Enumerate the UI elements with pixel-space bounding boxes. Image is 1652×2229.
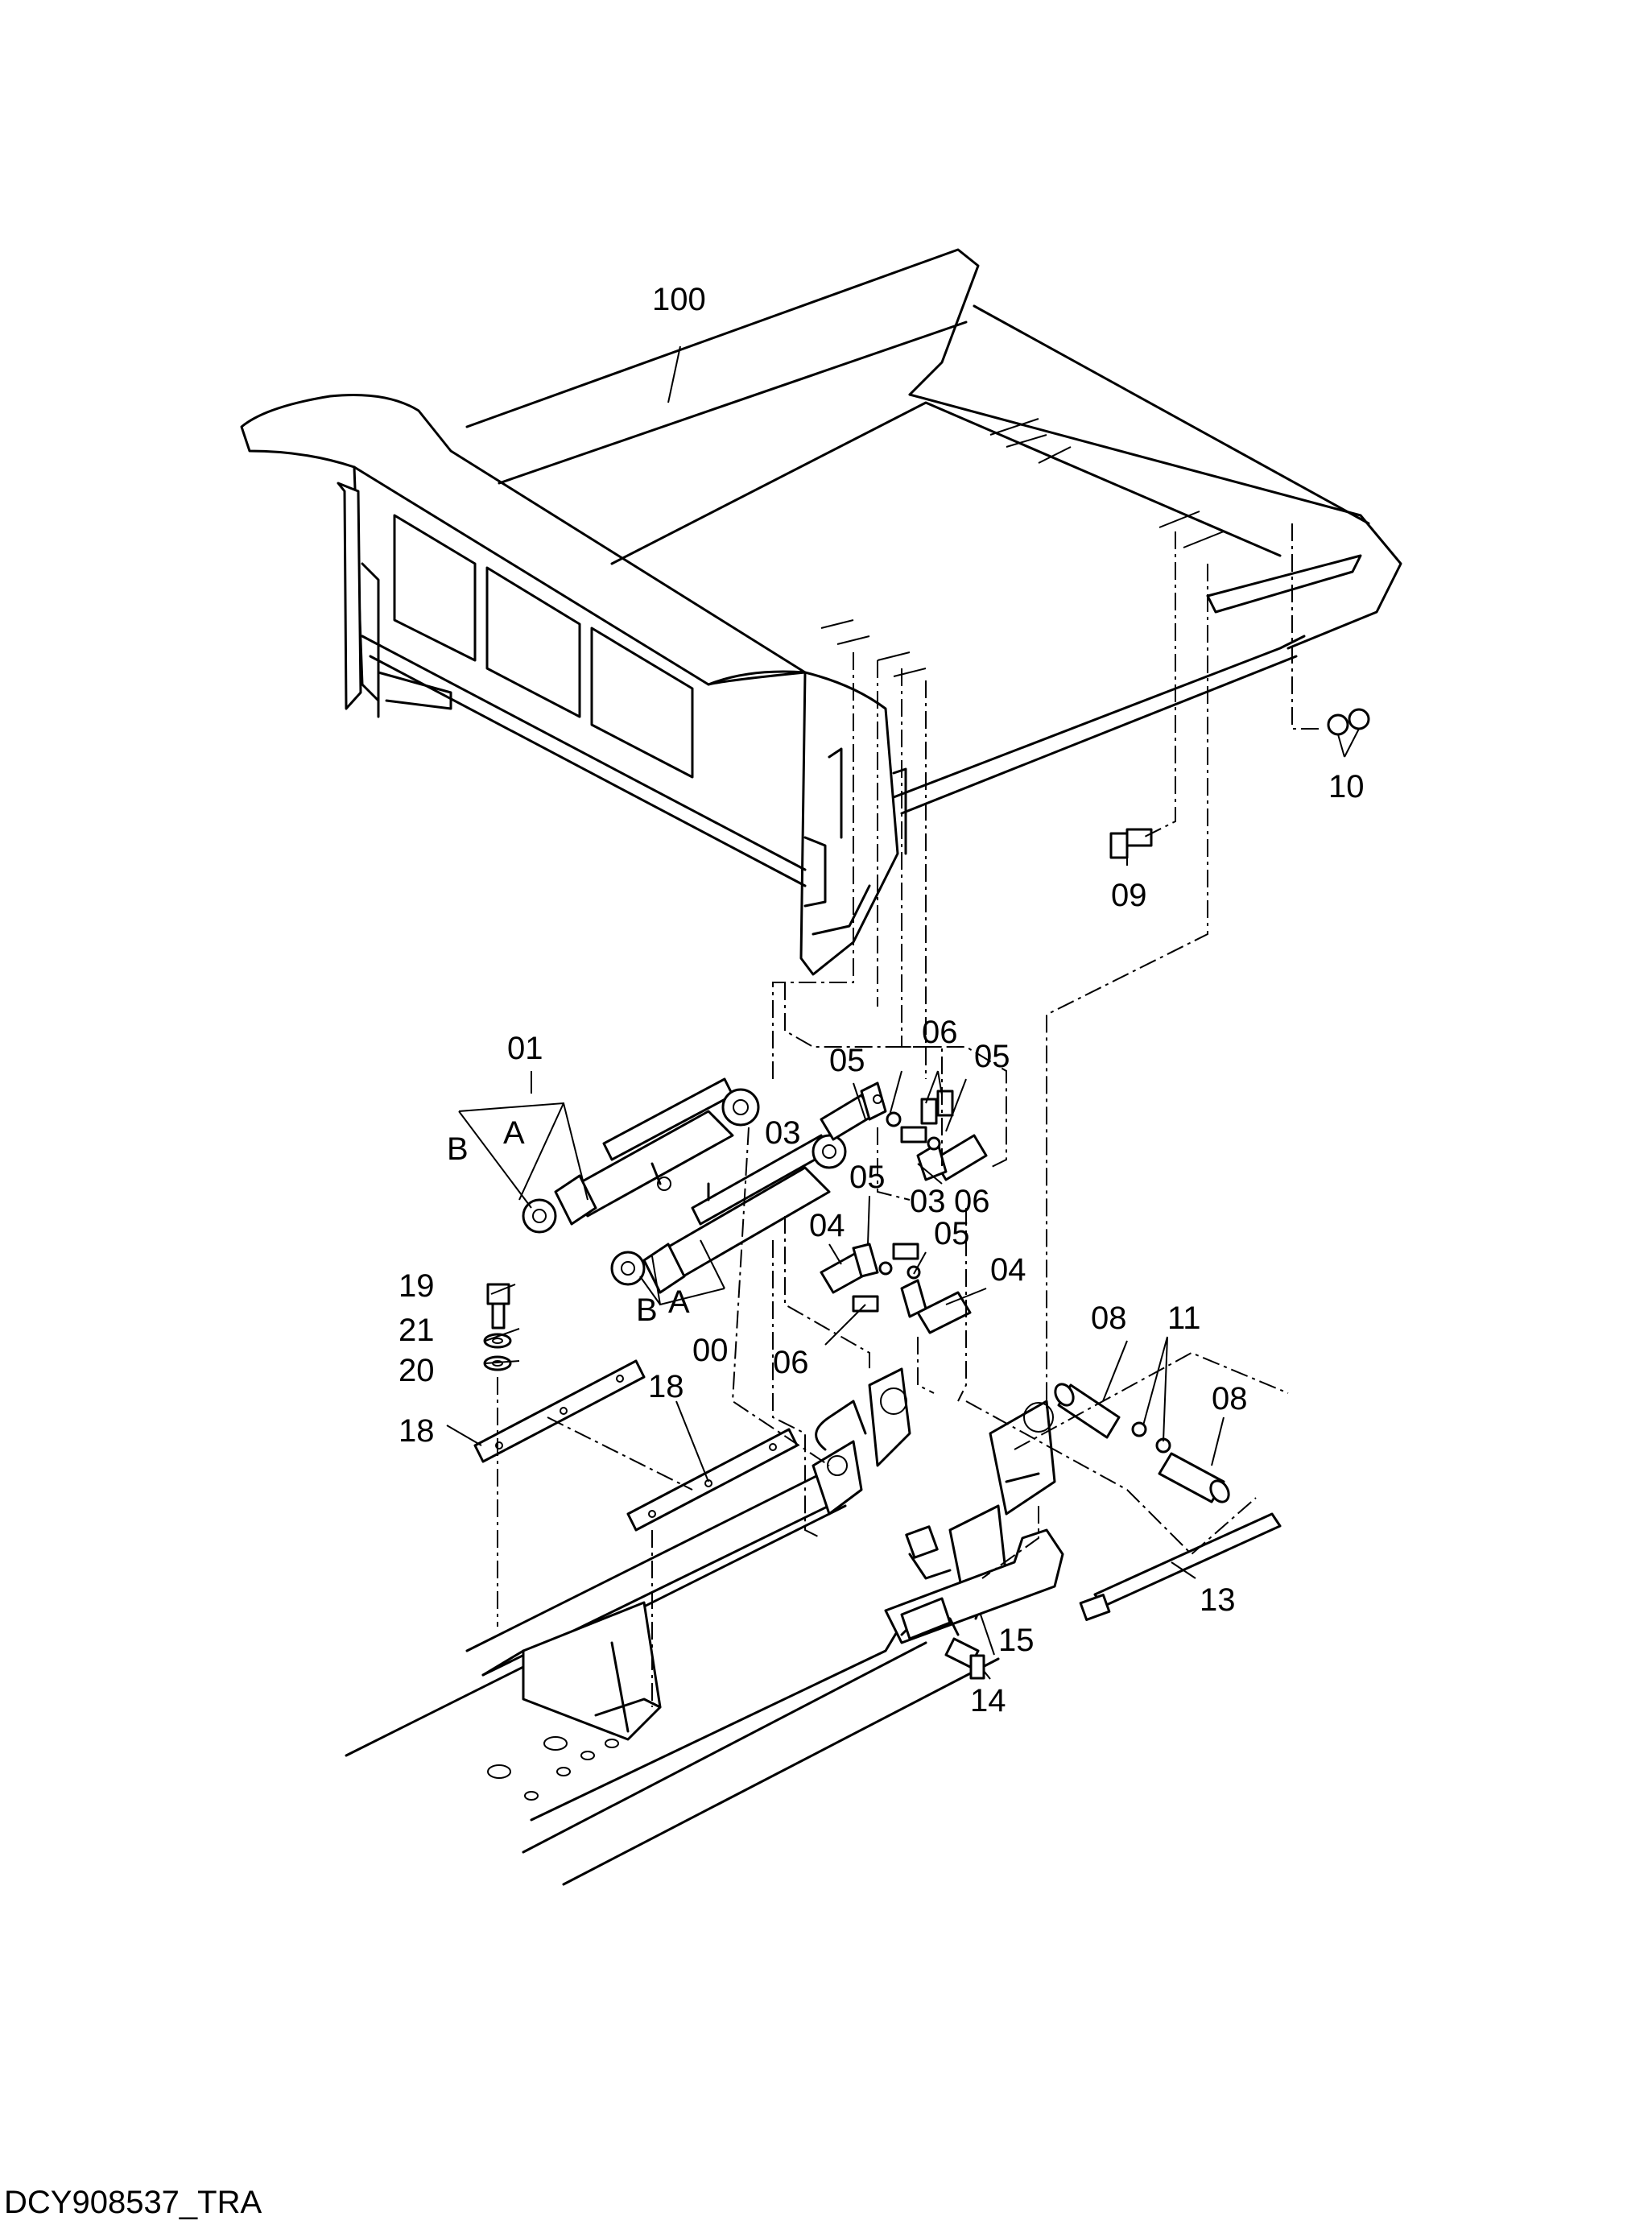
callout-b-cylinder-01: B bbox=[447, 1131, 469, 1167]
callout-01: 01 bbox=[507, 1031, 543, 1066]
callout-20: 20 bbox=[399, 1353, 435, 1388]
callout-08-b: 08 bbox=[1212, 1381, 1248, 1416]
callout-a-cylinder-01: A bbox=[503, 1115, 525, 1151]
callout-14: 14 bbox=[970, 1683, 1006, 1718]
callout-15: 15 bbox=[998, 1623, 1035, 1658]
callout-00: 00 bbox=[692, 1333, 729, 1368]
callout-05-a: 05 bbox=[829, 1043, 865, 1078]
hydraulic-cylinder-01 bbox=[522, 1077, 760, 1234]
callout-06-a: 06 bbox=[922, 1015, 958, 1050]
callout-19: 19 bbox=[399, 1268, 435, 1304]
callout-11: 11 bbox=[1167, 1301, 1201, 1336]
callout-b-cylinder-00: B bbox=[636, 1292, 658, 1328]
callout-03-a: 03 bbox=[765, 1115, 801, 1151]
callout-05-d: 05 bbox=[934, 1216, 970, 1251]
callout-04-b: 04 bbox=[990, 1252, 1026, 1288]
callout-05-c: 05 bbox=[849, 1160, 886, 1195]
callout-08-a: 08 bbox=[1091, 1301, 1127, 1336]
hydraulic-cylinder-00 bbox=[610, 1134, 847, 1294]
callout-09: 09 bbox=[1111, 878, 1147, 913]
leader-lines bbox=[446, 345, 1360, 1680]
callout-05-b: 05 bbox=[974, 1039, 1010, 1074]
callout-13: 13 bbox=[1200, 1582, 1236, 1618]
callout-21: 21 bbox=[399, 1313, 435, 1348]
callout-10: 10 bbox=[1328, 769, 1365, 804]
callout-18-b: 18 bbox=[399, 1413, 435, 1449]
callout-03-b: 03 bbox=[910, 1184, 946, 1219]
callout-06-b: 06 bbox=[954, 1184, 990, 1219]
dump-body bbox=[240, 248, 1402, 976]
assembly-centerlines bbox=[497, 523, 1320, 1707]
callout-18-a: 18 bbox=[648, 1369, 684, 1404]
callout-a-cylinder-00: A bbox=[668, 1284, 690, 1320]
part-callouts: 100 10 09 01 A B 05 06 05 03 05 03 06 04… bbox=[399, 282, 1365, 1718]
callout-06-c: 06 bbox=[773, 1345, 809, 1380]
document-code: DCY908537_TRA bbox=[4, 2185, 262, 2220]
callout-100: 100 bbox=[652, 282, 706, 317]
callout-04-a: 04 bbox=[809, 1208, 845, 1243]
